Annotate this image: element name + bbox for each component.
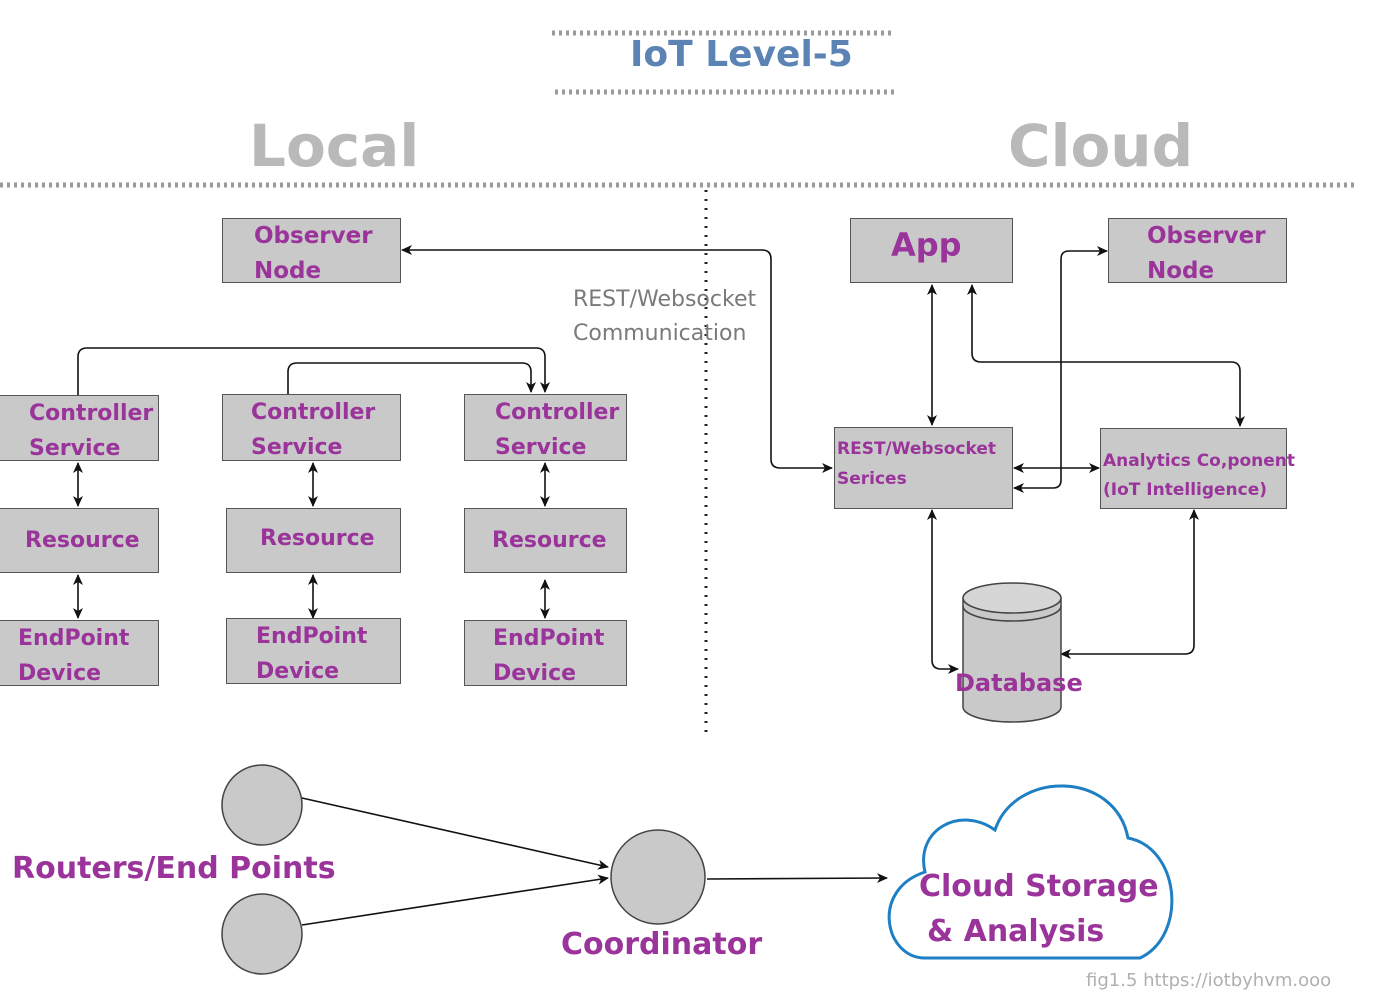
resource-2-label: Resource	[260, 526, 375, 551]
controller-3-line2: Service	[495, 435, 587, 460]
controller-service-2: Controller Service	[222, 394, 401, 461]
link-coordinator-cloud	[706, 873, 888, 884]
endpoint-device-2: EndPoint Device	[226, 618, 401, 684]
analytics-component: Analytics Co,ponent (IoT Intelligence)	[1100, 428, 1296, 509]
connector-app-analytics	[967, 284, 1245, 427]
cloud-observer-line2: Node	[1147, 258, 1215, 284]
coordinator-label: Coordinator	[561, 927, 763, 962]
cloud-storage-icon	[887, 784, 1174, 960]
endpoint-1-line2: Device	[18, 661, 102, 686]
cloud-observer-node: Observer Node	[1108, 218, 1287, 284]
endpoint-3-line1: EndPoint	[493, 626, 605, 651]
coordinator-node-icon	[610, 829, 706, 925]
local-observer-node: Observer Node	[222, 218, 401, 284]
cloud-storage-label: Cloud Storage & Analysis	[919, 864, 1159, 954]
rest-services-line1: REST/Websocket	[837, 439, 996, 459]
router-node-icon	[221, 764, 303, 846]
endpoint-2-line1: EndPoint	[256, 624, 368, 649]
cloud-storage-line1: Cloud Storage	[919, 869, 1159, 904]
database-cylinder-icon	[962, 582, 1062, 723]
figure-caption: fig1.5 https://iotbyhvm.ooo	[1086, 970, 1332, 991]
connector-rest-cloud-observer	[1013, 246, 1108, 493]
cloud-storage-line2: & Analysis	[927, 914, 1105, 949]
database-label: Database	[955, 669, 1083, 697]
section-local-label: Local	[249, 112, 420, 180]
endpoint-device-3: EndPoint Device	[464, 620, 627, 686]
endpoint-device-1: EndPoint Device	[0, 620, 159, 686]
communication-label: REST/Websocket Communication	[573, 283, 756, 351]
controller-3-line1: Controller	[495, 400, 620, 425]
link-router2-coordinator	[301, 874, 609, 926]
connector-controller1-controller3	[77, 347, 550, 395]
connector-rest-database	[927, 509, 959, 674]
analytics-line2: (IoT Intelligence)	[1103, 480, 1268, 500]
resource-3: Resource	[464, 508, 627, 573]
communication-line1: REST/Websocket	[573, 287, 757, 312]
endpoint-1-line1: EndPoint	[18, 626, 130, 651]
connector-analytics-database	[1060, 509, 1199, 659]
controller-2-line1: Controller	[251, 400, 376, 425]
controller-1-line1: Controller	[29, 401, 154, 426]
resource-1-label: Resource	[25, 528, 140, 553]
controller-service-1: Controller Service	[0, 395, 159, 461]
rest-websocket-services: REST/Websocket Serices	[834, 427, 1013, 509]
cloud-app: App	[850, 218, 1013, 283]
resource-3-label: Resource	[492, 528, 607, 553]
connector-controller2-controller3	[287, 362, 536, 394]
communication-line2: Communication	[573, 321, 747, 346]
resource-2: Resource	[226, 508, 401, 573]
diagram-title: IoT Level-5	[630, 34, 853, 75]
connector-observer-rest	[401, 245, 833, 473]
local-observer-line1: Observer	[254, 223, 373, 249]
link-router1-coordinator	[301, 797, 609, 870]
controller-1-line2: Service	[29, 436, 121, 461]
cloud-observer-line1: Observer	[1147, 223, 1266, 249]
controller-service-3: Controller Service	[464, 394, 627, 461]
endpoint-3-line2: Device	[493, 661, 577, 686]
resource-1: Resource	[0, 508, 159, 573]
controller-2-line2: Service	[251, 435, 343, 460]
routers-endpoints-label: Routers/End Points	[12, 851, 336, 886]
router-node-icon	[221, 893, 303, 975]
local-observer-line2: Node	[254, 258, 322, 284]
cloud-app-label: App	[891, 226, 962, 264]
rest-services-line2: Serices	[837, 469, 907, 489]
endpoint-2-line2: Device	[256, 659, 340, 684]
section-cloud-label: Cloud	[1008, 112, 1194, 180]
analytics-line1: Analytics Co,ponent	[1103, 451, 1296, 471]
